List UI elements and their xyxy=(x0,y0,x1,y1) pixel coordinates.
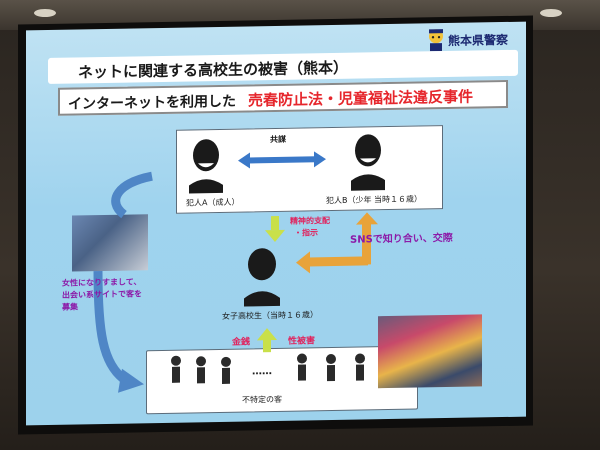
customers-label: 不特定の客 xyxy=(242,394,282,405)
blue-arrowhead xyxy=(118,368,144,393)
conspiracy-arrow xyxy=(248,156,316,164)
conspiracy-arrowhead-right xyxy=(314,151,326,168)
harm-label: 性被害 xyxy=(288,336,316,347)
customers-arrowhead xyxy=(257,328,277,341)
control-arrowhead xyxy=(265,229,285,243)
police-mascot-icon xyxy=(429,29,443,52)
sns-arrow-vertical xyxy=(362,222,371,265)
control-label-1: 精神的支配 xyxy=(290,216,330,226)
offender-a-label: 犯人A（成人） xyxy=(186,197,240,208)
offender-b-label: 犯人B（少年 当時１６歳） xyxy=(326,194,423,206)
sns-arrowhead-left xyxy=(296,251,310,274)
control-arrow-shaft xyxy=(271,215,279,231)
customers-ellipsis: …… xyxy=(252,366,272,378)
offender-a-icon xyxy=(189,139,223,194)
sns-arrowhead-up xyxy=(356,212,378,225)
blue-arrow-down xyxy=(93,271,129,385)
ceiling-light xyxy=(34,9,56,17)
customer-icons xyxy=(171,353,365,384)
recruit-line-2: 出会い系サイトで客を xyxy=(62,289,142,300)
ceiling-light xyxy=(540,9,562,17)
victim-icon xyxy=(244,248,280,307)
money-label: 金銭 xyxy=(232,337,251,348)
conspiracy-arrowhead-left xyxy=(238,152,250,169)
blue-arrow-up xyxy=(111,171,153,219)
projected-slide: 熊本県警察 ネットに関連する高校生の被害（熊本） インターネットを利用した 売春… xyxy=(26,21,526,426)
sns-label: SNSで知り合い、交際 xyxy=(350,232,453,246)
victim-label: 女子高校生（当時１６歳） xyxy=(222,310,318,321)
sns-arrow-horizontal xyxy=(308,256,368,267)
offender-b-icon xyxy=(351,134,385,191)
recruit-line-1: 女性になりすまして、 xyxy=(62,277,142,288)
customers-arrow-shaft xyxy=(263,338,271,353)
police-logo: 熊本県警察 xyxy=(426,26,522,54)
conspiracy-label: 共謀 xyxy=(270,134,286,145)
diagram-graphics xyxy=(93,134,385,393)
recruit-line-3: 募集 xyxy=(62,302,78,312)
control-label-2: ・指示 xyxy=(294,228,318,238)
